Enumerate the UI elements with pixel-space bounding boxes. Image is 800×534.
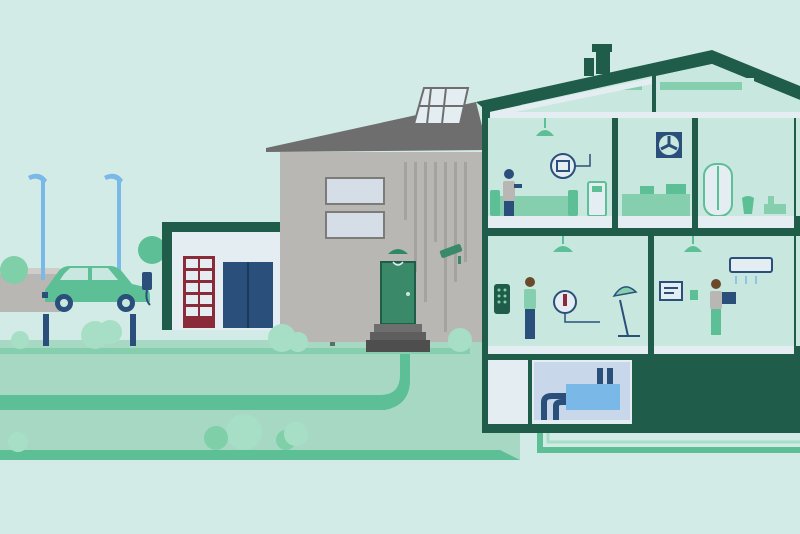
kitchen-counter (622, 194, 690, 218)
front-door (380, 261, 416, 325)
house-window (325, 177, 385, 205)
room-hallway (488, 236, 648, 354)
ceiling-lamp-icon (553, 236, 573, 252)
bushes (0, 236, 166, 349)
electric-car (42, 266, 150, 312)
cutaway-house (476, 44, 800, 453)
person-icon (524, 277, 536, 339)
floor-lamp-icon (612, 286, 640, 337)
entrance-steps (366, 324, 430, 352)
house-window (325, 211, 385, 239)
smart-radiator-icon (550, 153, 591, 179)
sink-icon (742, 196, 754, 214)
chimney (584, 44, 612, 76)
smart-thermostat-icon (553, 290, 600, 323)
room-bedroom (654, 236, 794, 354)
garage-door (223, 262, 273, 328)
person-icon (710, 279, 736, 335)
ceiling-lamp-icon (536, 118, 554, 136)
underground-pipe (537, 433, 800, 453)
solar-panel-icon (412, 87, 470, 125)
garage (162, 222, 284, 330)
room-living-room (488, 118, 612, 228)
sidewalk (0, 348, 470, 354)
room-bathroom (698, 118, 794, 228)
room-kitchen (618, 118, 692, 228)
sofa (490, 190, 578, 216)
shower-icon (703, 163, 733, 217)
ev-charger-icon (142, 272, 152, 306)
person-icon (503, 169, 522, 223)
air-conditioner-icon (729, 257, 773, 284)
main-house (266, 102, 488, 352)
bushes (8, 324, 472, 452)
ventilation-fan-icon (656, 132, 682, 158)
cutaway-roof (476, 50, 800, 112)
heating-pipes-icon (541, 368, 620, 420)
room-attic (490, 64, 800, 118)
toilet-icon (764, 196, 786, 214)
security-camera-icon (439, 244, 463, 264)
room-basement (488, 360, 632, 424)
street-lamp (28, 173, 47, 280)
underground-cable (0, 352, 410, 410)
smart-remote-icon (494, 284, 510, 314)
door-light-icon (388, 249, 408, 266)
air-purifier-icon (587, 181, 607, 217)
garage-window (183, 256, 215, 328)
wall-socket-icon (690, 290, 698, 300)
ceiling-lamp-icon (684, 236, 702, 252)
front-path (0, 450, 520, 460)
smart-panel-icon (659, 281, 683, 301)
underground-pipe (546, 433, 800, 444)
street-lamp (104, 173, 123, 280)
